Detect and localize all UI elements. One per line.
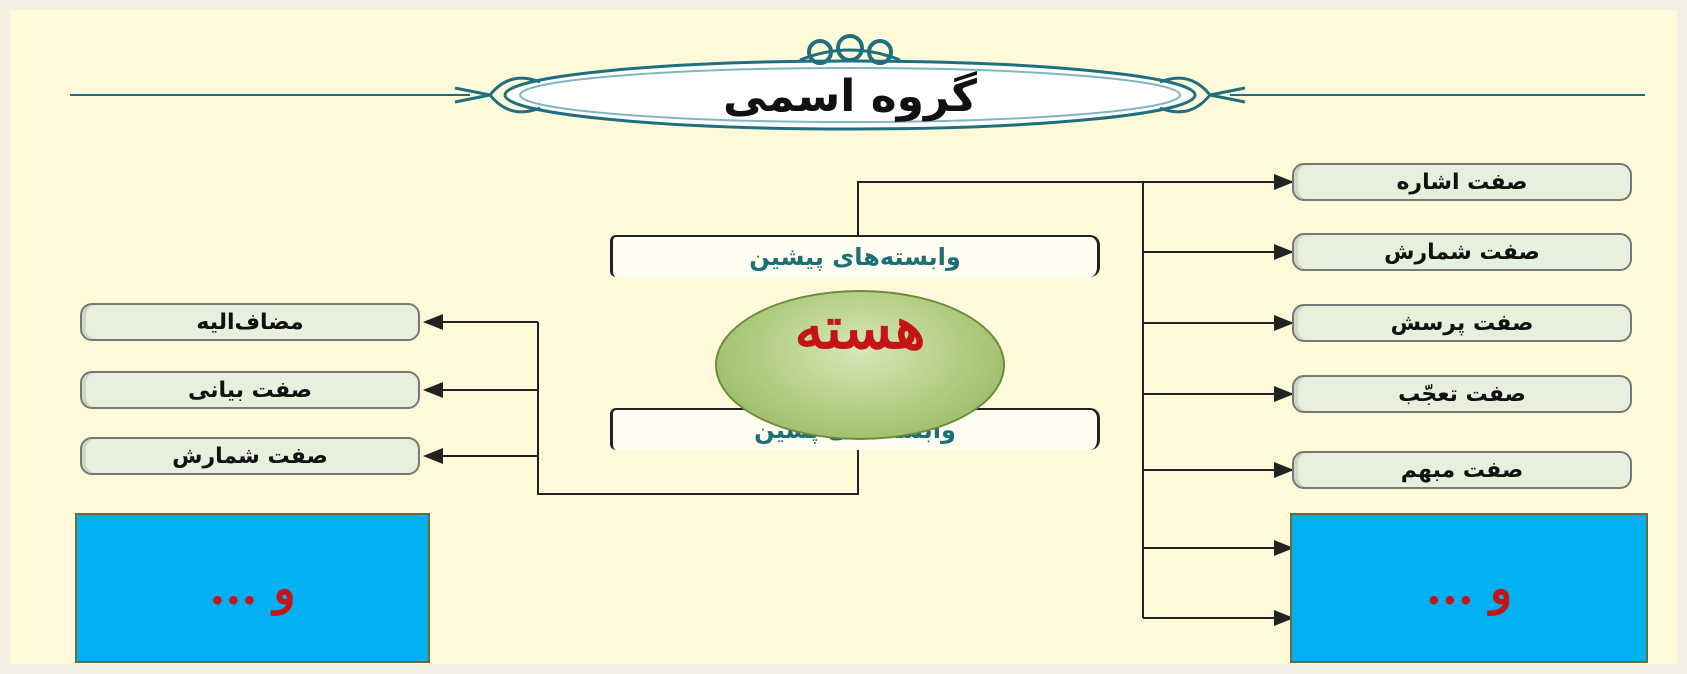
more-box-left: ... و xyxy=(75,513,430,663)
core-label: هسته xyxy=(794,294,926,362)
pre-dependents-connectors xyxy=(857,174,1294,626)
pre-item-numeral: صفت شمارش xyxy=(1292,233,1632,271)
diagram-title: گروه اسمی xyxy=(723,70,977,122)
post-item-genitive: مضاف‌الیه xyxy=(80,303,420,341)
pre-item-interrogative: صفت پرسش xyxy=(1292,304,1632,342)
post-dependents-connectors xyxy=(423,314,859,495)
pre-item-demonstrative: صفت اشاره xyxy=(1292,163,1632,201)
core-ellipse xyxy=(715,290,1005,440)
more-box-right: ... و xyxy=(1290,513,1648,663)
title-ornament xyxy=(70,34,1645,131)
pre-dependents-label: وابسته‌های پیشین xyxy=(610,235,1100,277)
post-item-descriptive: صفت بیانی xyxy=(80,371,420,409)
pre-item-indefinite: صفت مبهم xyxy=(1292,451,1632,489)
pre-item-exclamatory: صفت تعجّب xyxy=(1292,375,1632,413)
post-item-numeral: صفت شمارش xyxy=(80,437,420,475)
